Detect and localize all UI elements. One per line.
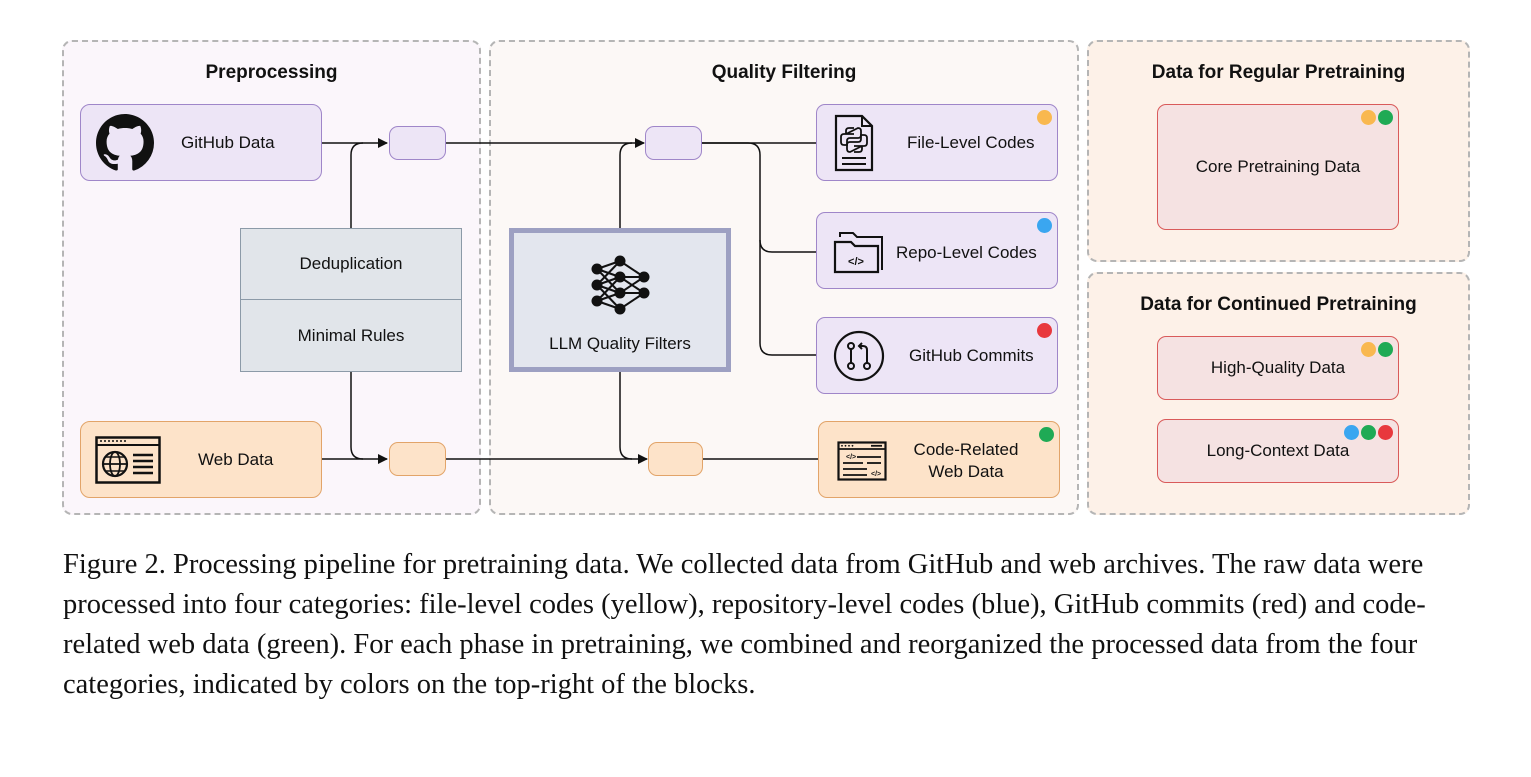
deduplication-step: Deduplication [240, 228, 462, 300]
green-category-dot [1039, 427, 1054, 442]
github-data-box: GitHub Data [80, 104, 322, 181]
github-data-label: GitHub Data [181, 133, 275, 152]
svg-text:</>: </> [846, 454, 856, 461]
green-category-dot [1378, 110, 1393, 125]
continued-pretraining-title: Data for Continued Pretraining [1140, 294, 1417, 315]
long-context-data-label: Long-Context Data [1206, 440, 1350, 460]
filter-node-web [648, 442, 703, 476]
neural-network-icon [591, 255, 650, 315]
blue-category-dot [1344, 425, 1359, 440]
filter-node-github [645, 126, 702, 160]
github-commits-box: GitHub Commits [816, 317, 1058, 394]
green-category-dot [1378, 342, 1393, 357]
llm-quality-filters-box: LLM Quality Filters [509, 228, 731, 372]
red-category-dot [1037, 323, 1052, 338]
file-level-codes-box: File-Level Codes [816, 104, 1058, 181]
github-commits-label: GitHub Commits [909, 346, 1034, 365]
core-pretraining-data-box: Core Pretraining Data [1157, 104, 1399, 230]
web-data-label: Web Data [198, 450, 274, 469]
code-related-web-data-box: </> </> Code-Related Web Data [818, 421, 1060, 498]
github-icon [96, 114, 154, 171]
core-pretraining-data-label: Core Pretraining Data [1195, 156, 1361, 176]
web-data-box: Web Data [80, 421, 322, 498]
code-window-icon: </> </> [837, 441, 887, 481]
repo-level-codes-box: </> Repo-Level Codes [816, 212, 1058, 289]
preprocessing-title: Preprocessing [205, 62, 338, 83]
blue-category-dot [1037, 218, 1052, 233]
code-related-line1: Code-Related [913, 440, 1019, 459]
high-quality-data-box: High-Quality Data [1157, 336, 1399, 400]
svg-text:</>: </> [848, 256, 864, 268]
regular-pretraining-title: Data for Regular Pretraining [1151, 62, 1406, 83]
svg-text:</>: </> [871, 471, 881, 478]
code-folder-icon: </> [833, 232, 883, 274]
python-file-icon [834, 114, 874, 172]
yellow-category-dot [1361, 110, 1376, 125]
green-category-dot [1361, 425, 1376, 440]
code-related-web-data-label: Code-Related Web Data [901, 439, 1031, 483]
repo-level-codes-label: Repo-Level Codes [896, 243, 1037, 262]
file-level-codes-label: File-Level Codes [907, 133, 1035, 152]
web-page-icon [95, 436, 161, 484]
llm-quality-filters-label: LLM Quality Filters [549, 334, 691, 353]
yellow-category-dot [1361, 342, 1376, 357]
minimal-rules-step: Minimal Rules [240, 299, 462, 372]
long-context-data-box: Long-Context Data [1157, 419, 1399, 483]
connector-node-github [389, 126, 446, 160]
quality-filtering-title: Quality Filtering [711, 62, 857, 83]
git-pull-request-icon [833, 330, 885, 382]
red-category-dot [1378, 425, 1393, 440]
connector-node-web [389, 442, 446, 476]
high-quality-data-label: High-Quality Data [1210, 357, 1346, 377]
figure-caption: Figure 2. Processing pipeline for pretra… [63, 549, 1426, 700]
yellow-category-dot [1037, 110, 1052, 125]
code-related-line2: Web Data [928, 462, 1004, 482]
